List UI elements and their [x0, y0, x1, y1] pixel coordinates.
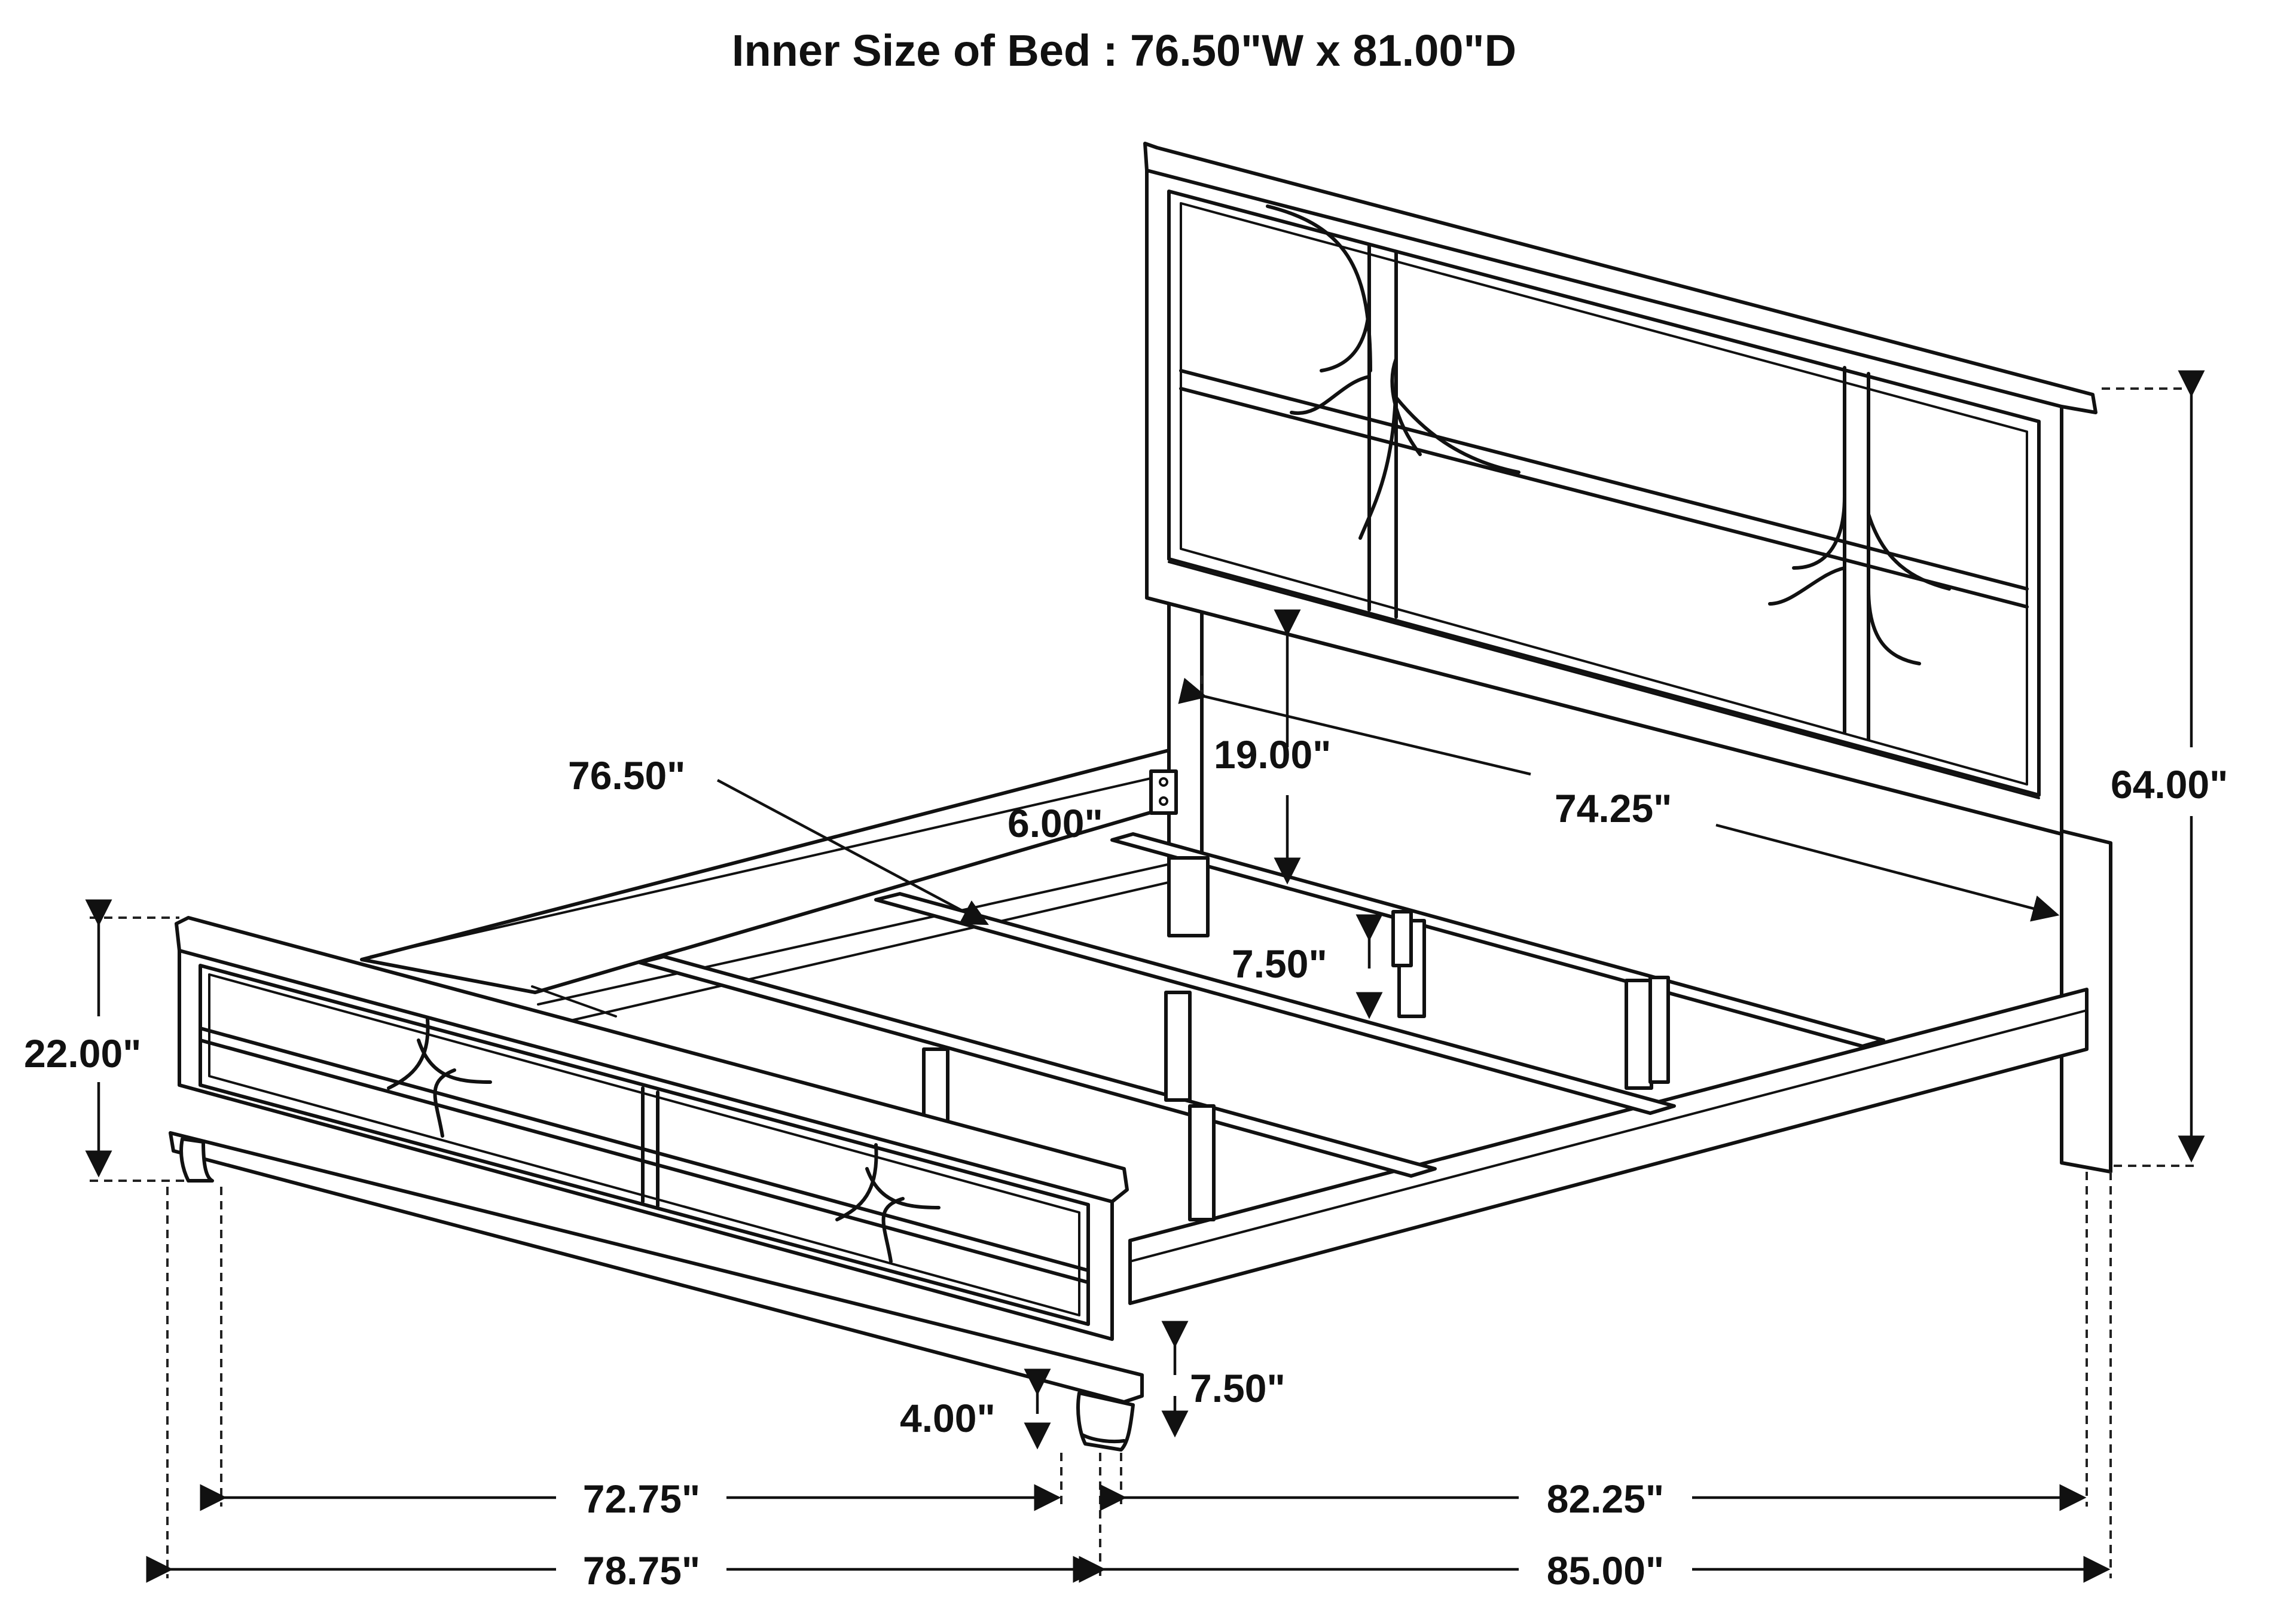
- bed-frame: [360, 748, 2089, 1305]
- right-side-rail: [1128, 988, 2089, 1305]
- dim-rail-height-label: 7.50": [1190, 1366, 1286, 1410]
- dim-footboard-height-label: 22.00": [24, 1031, 141, 1076]
- headboard-inner-panel: [1167, 190, 2041, 797]
- headboard: [1143, 142, 2112, 1174]
- dim-headboard-panel-width-label: 74.25": [1555, 786, 1672, 830]
- dim-under-headboard-label: 19.00": [1214, 732, 1331, 777]
- slat-3: [638, 955, 1437, 1178]
- headboard-curve-ornament-center: [1290, 297, 1521, 474]
- footboard: [169, 916, 1144, 1452]
- dim-overall-width-label: 78.75": [583, 1548, 700, 1593]
- headboard-curve-ornament-left: [1266, 204, 1422, 540]
- dim-overall-width: 78.75": [146, 1548, 1100, 1593]
- headboard-curve-ornament-right: [1768, 494, 1951, 665]
- headboard-top-cap: [1143, 142, 2097, 414]
- dim-overall-length-label: 85.00": [1547, 1548, 1664, 1593]
- footboard-left-leg: [179, 1137, 214, 1183]
- headboard-lower-rail: [1145, 596, 2063, 836]
- dim-rail-height: 7.50": [1161, 1321, 1286, 1438]
- footboard-right-leg: [1076, 1391, 1135, 1452]
- slat-support-legs: [922, 856, 1670, 1221]
- slat-1: [1110, 832, 1885, 1048]
- dim-slat-clearance: 7.50": [1232, 914, 1383, 1019]
- dim-headboard-height: 64.00": [2102, 370, 2228, 1167]
- dim-overall-length: 85.00": [1079, 1548, 2111, 1593]
- left-side-rail: [360, 748, 1171, 994]
- bed-slats: [638, 832, 1885, 1178]
- dim-headboard-height-label: 64.00": [2111, 762, 2228, 806]
- dim-headboard-panel-width: 74.25": [1178, 676, 2060, 922]
- footboard-curve-ornament-left: [387, 1018, 492, 1138]
- dim-side-rail-length: 82.25": [1100, 1477, 2087, 1521]
- footboard-top-cap: [175, 916, 1129, 1203]
- slat-2: [874, 892, 1676, 1115]
- footboard-base-molding: [169, 1131, 1144, 1404]
- dim-footboard-inner-width-label: 72.75": [583, 1477, 700, 1521]
- dim-leg-height-label: 4.00": [900, 1396, 996, 1440]
- diagram-title: Inner Size of Bed : 76.50"W x 81.00"D: [732, 26, 1516, 75]
- dim-inner-width-label: 76.50": [568, 753, 685, 798]
- dim-under-headboard: 19.00": [1214, 609, 1331, 885]
- dim-footboard-height: 22.00": [24, 899, 185, 1182]
- footboard-curve-ornament-right: [835, 1143, 941, 1263]
- dim-side-rail-length-label: 82.25": [1547, 1477, 1664, 1521]
- dim-footboard-inner-width: 72.75": [200, 1477, 1061, 1521]
- dim-leg-height: 4.00": [900, 1368, 1051, 1450]
- dim-slat-clearance-label: 7.50": [1232, 942, 1327, 986]
- dim-slat-gap: 6.00": [1007, 801, 1103, 845]
- dim-slat-gap-label: 6.00": [1007, 801, 1103, 845]
- dim-inner-width: 76.50": [568, 753, 989, 925]
